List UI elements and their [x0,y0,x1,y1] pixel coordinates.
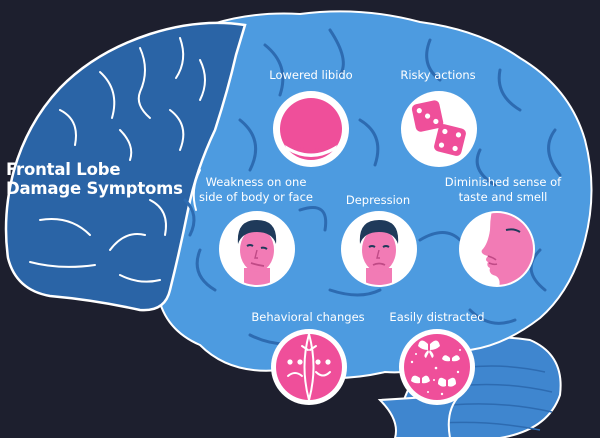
mood-faces-icon [271,329,347,405]
face-profile-icon [459,211,535,287]
label-weakness: Weakness on one side of body or face [199,175,313,204]
dice-icon [401,91,477,167]
label-lowered-libido: Lowered libido [269,68,353,82]
face-sad-icon [341,211,417,287]
label-taste-smell: Diminished sense of taste and smell [444,175,562,204]
title-line-2: Damage Symptoms [6,179,183,198]
pink-circle-icon [273,91,349,167]
face-drooping-icon [219,211,295,287]
label-depression: Depression [345,193,411,207]
title-line-1: Frontal Lobe [6,160,121,179]
page-title: Frontal Lobe Damage Symptoms [6,160,183,198]
butterflies-icon [399,329,475,405]
label-behavioral-changes: Behavioral changes [251,310,365,324]
label-easily-distracted: Easily distracted [389,310,485,324]
label-risky-actions: Risky actions [400,68,476,82]
